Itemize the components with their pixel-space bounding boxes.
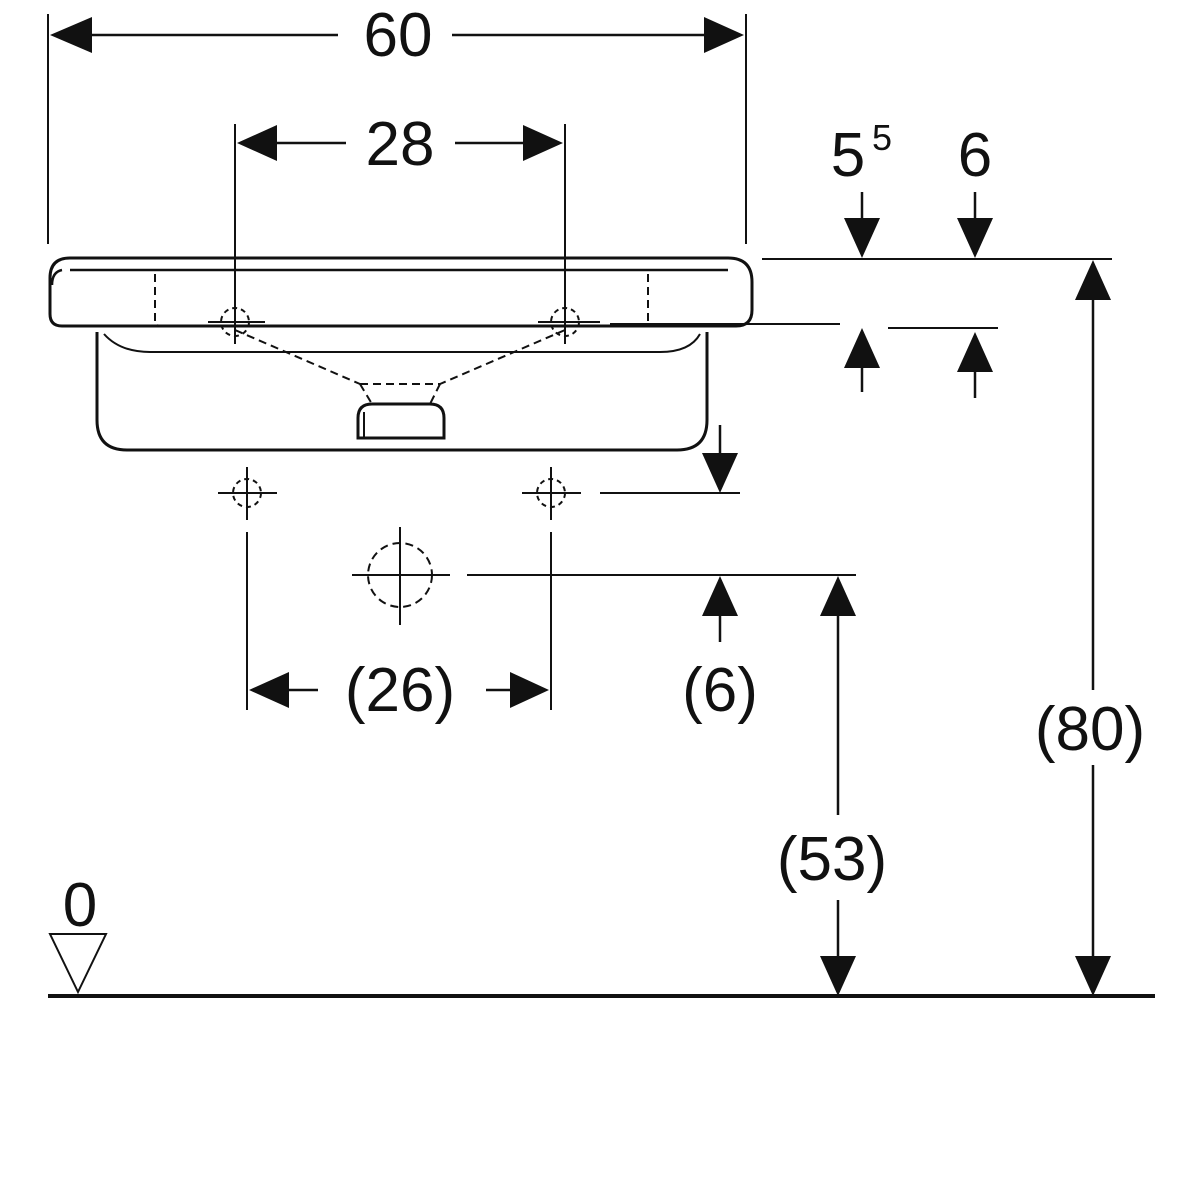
extension-lines [47,14,1112,710]
arrow-28-right [523,125,563,161]
arrow-26-right [510,672,549,708]
labels: 60 28 5 5 6 (26) (6) (53) (80) 0 [63,1,1145,940]
dim-rim-height: (80) [1035,695,1145,764]
floor [48,933,1155,998]
dim-rim-thickness: 5 [831,121,865,190]
basin [48,256,754,452]
dim-rim-depth: 6 [958,121,992,190]
hidden-line-4 [359,383,373,405]
overflow-outlet [356,402,446,440]
arrow-60-left [50,17,92,53]
hidden-line-1 [234,329,361,385]
arrow-53-down [820,956,856,996]
dim-drain-offset: (6) [682,656,758,725]
arrow-6-down [957,218,993,258]
arrow-6-up [957,332,993,372]
supply-points [218,467,581,625]
hidden-channel-left [154,274,215,327]
dim-overall-width: 60 [364,1,433,70]
dim-drain-height: (53) [777,825,887,894]
hidden-line-2 [439,329,566,385]
dim-tap-hole-spacing: 28 [366,110,435,179]
basin-rim-outline [48,256,754,328]
basin-bowl-inner-curve [103,333,701,353]
tap-holes [208,307,600,337]
arrow-26-left [249,672,289,708]
arrow-drain-offset-up [702,576,738,616]
arrow-60-right [704,17,744,53]
arrow-55-down [844,218,880,258]
arrow-55-up [844,328,880,368]
arrow-supply-down [702,453,738,493]
dim-supply-spacing: (26) [345,656,455,725]
basin-bowl-outline [95,332,709,452]
arrow-80-down [1075,956,1111,996]
arrow-53-up [820,576,856,616]
arrowheads [50,17,1111,996]
floor-level-triangle [48,933,108,995]
basin-rim-inner-line [50,268,63,286]
arrow-28-left [237,125,277,161]
dim-rim-thickness-sup: 5 [872,117,892,158]
floor-level-label: 0 [63,871,97,940]
dimension-lines [90,33,1095,958]
arrow-80-up [1075,260,1111,300]
hidden-line-5 [429,383,441,405]
hidden-lines [154,274,649,405]
